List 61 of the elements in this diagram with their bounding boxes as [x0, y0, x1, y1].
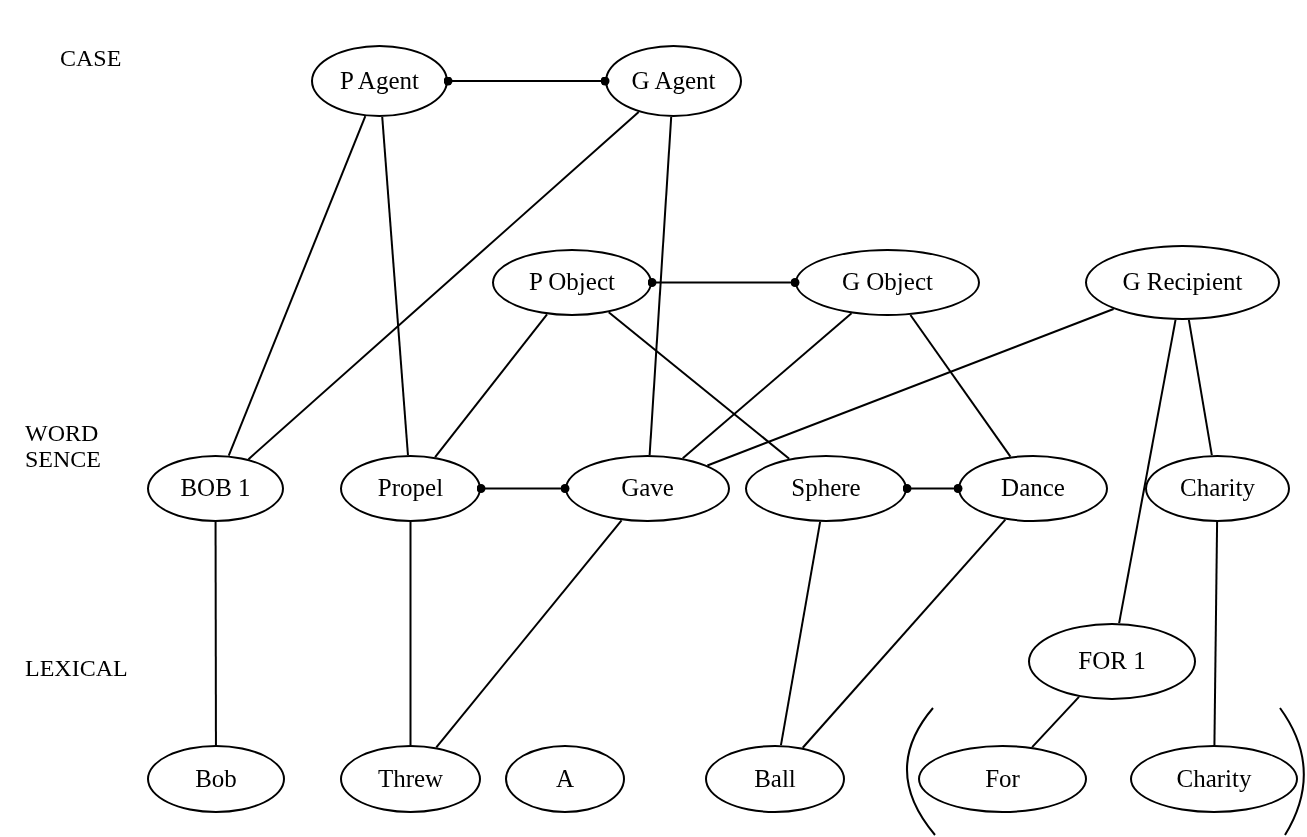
- node-label: G Recipient: [1122, 269, 1243, 296]
- link-line: [247, 111, 640, 461]
- link-line: [381, 115, 409, 456]
- dot-ended-link: [443, 76, 610, 86]
- link-line: [435, 519, 623, 749]
- link-line: [1213, 521, 1219, 746]
- link-line: [1031, 695, 1080, 749]
- link-line: [227, 115, 367, 457]
- ellipse-node: [1085, 245, 1280, 320]
- node-label: Sphere: [791, 475, 861, 502]
- node-label: P Agent: [340, 67, 419, 95]
- ellipse-node: [311, 45, 448, 117]
- node-label: BOB 1: [180, 475, 251, 502]
- link-line: [1187, 318, 1213, 457]
- dot-ended-link: [902, 484, 963, 493]
- ellipse-node: [492, 249, 652, 316]
- link-line: [409, 521, 412, 746]
- link-line: [706, 308, 1115, 467]
- link-line: [801, 518, 1007, 749]
- link-line: [779, 520, 822, 747]
- link-line: [434, 313, 549, 459]
- node-label: A: [555, 765, 575, 793]
- ellipse-node: [505, 745, 625, 813]
- ellipse-node: [1028, 623, 1196, 700]
- link-line: [214, 521, 217, 746]
- ellipse-node: [340, 455, 481, 522]
- ellipse-node: [795, 249, 980, 316]
- link-line: [1118, 318, 1177, 625]
- dot-ended-link: [476, 484, 570, 493]
- level-label: LEXICAL: [25, 655, 129, 682]
- ellipse-node: [147, 745, 285, 813]
- ellipse-node: [1130, 745, 1298, 813]
- ellipse-node: [958, 455, 1108, 522]
- link-line: [607, 311, 791, 460]
- level-label: WORD SENCE: [25, 420, 102, 473]
- node-label: Ball: [754, 765, 796, 793]
- link-line: [909, 313, 1012, 458]
- node-label: P Object: [529, 269, 615, 296]
- link-line: [648, 116, 673, 456]
- node-label: Gave: [621, 475, 674, 502]
- node-label: For: [985, 765, 1020, 793]
- ellipse-node: [705, 745, 845, 813]
- dot-ended-link: [647, 278, 800, 287]
- link-line: [681, 312, 853, 460]
- ellipse-node: [147, 455, 284, 522]
- node-label: FOR 1: [1078, 648, 1146, 675]
- node-label: Bob: [195, 765, 237, 793]
- ellipse-node: [918, 745, 1087, 813]
- ellipse-node: [565, 455, 730, 522]
- ellipse-node: [340, 745, 481, 813]
- node-label: G Object: [842, 269, 933, 296]
- node-label: Propel: [377, 475, 444, 502]
- node-label: Threw: [377, 765, 444, 793]
- ellipse-node: [1145, 455, 1290, 522]
- node-label: Dance: [1001, 475, 1065, 502]
- node-label: G Agent: [631, 67, 716, 95]
- ellipse-node: [745, 455, 907, 522]
- node-label: Charity: [1176, 765, 1252, 793]
- ellipse-node: [605, 45, 742, 117]
- node-label: Charity: [1180, 475, 1255, 502]
- level-label: CASE: [60, 45, 123, 72]
